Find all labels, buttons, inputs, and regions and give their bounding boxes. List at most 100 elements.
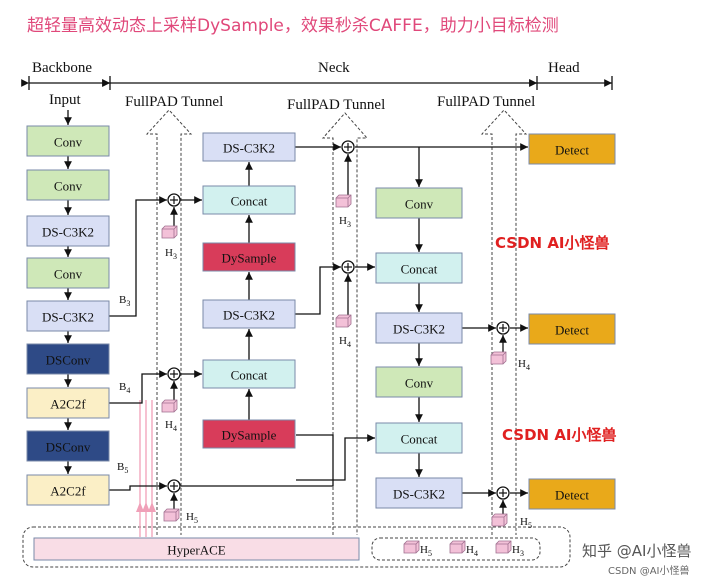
backbone-block-7-a2c2f: A2C2f: [26, 387, 110, 419]
h-group-label-5: H5: [420, 544, 432, 558]
feature-cube-6: [490, 351, 507, 365]
h-group-cube-3: [495, 540, 512, 554]
neck-col2-block-1-conv: Conv: [375, 187, 463, 219]
neck-col1-block-2-concat: Concat: [202, 185, 296, 215]
backbone-block-8-dsconv-label: DSConv: [46, 440, 91, 455]
backbone-block-9-a2c2f: A2C2f: [26, 474, 110, 506]
hyperace-block: HyperACE: [33, 537, 360, 561]
fusion-node-neck-2: [341, 260, 355, 274]
branch-b5: [109, 482, 167, 491]
neck-col1-block-5-concat-label: Concat: [231, 368, 268, 383]
neck-col1-block-4-ds-c3k2-label: DS-C3K2: [223, 308, 275, 323]
h-label-1: H3: [165, 247, 177, 261]
neck-col1-block-6-dysample: DySample: [202, 419, 296, 449]
neck-col2-block-5-concat-label: Concat: [401, 432, 438, 447]
neck-col2-block-6-ds-c3k2-label: DS-C3K2: [393, 487, 445, 502]
h-group-label-4: H4: [466, 544, 478, 558]
fusion-layer: [161, 140, 512, 554]
head-label: Head: [548, 60, 580, 76]
branch-b3: [109, 196, 167, 317]
zhihu-watermark: 知乎 @AI小怪兽: [582, 542, 691, 560]
h-label-5: H4: [339, 335, 351, 349]
detect-head-3-label: Detect: [555, 488, 589, 503]
hyperace-region: [22, 526, 571, 568]
csdn-small-watermark: CSDN @AI小怪兽: [608, 564, 689, 577]
backbone-block-8-dsconv: DSConv: [26, 430, 110, 462]
neck-col1-block-1-ds-c3k2: DS-C3K2: [202, 132, 296, 162]
diagram-title: 超轻量高效动态上采样DySample，效果秒杀CAFFE，助力小目标检测: [27, 16, 559, 36]
branch-b4: [109, 370, 167, 404]
fusion-node-b4: [167, 367, 181, 381]
connection-lines: [64, 110, 528, 514]
neck-col2-block-1-conv-label: Conv: [405, 197, 434, 212]
backbone-block-6-dsconv: DSConv: [26, 343, 110, 375]
feature-cube-1: [161, 225, 178, 239]
backbone-block-7-a2c2f-label: A2C2f: [50, 397, 86, 412]
h-group-label-3: H3: [512, 544, 524, 558]
feature-cube-2: [161, 399, 178, 413]
h-label-7: H5: [520, 516, 532, 530]
neck-col2-block-4-conv-label: Conv: [405, 376, 434, 391]
fullpad-tunnel-3: [480, 109, 528, 535]
detect-head-2-label: Detect: [555, 323, 589, 338]
neck-col1-block-3-dysample-label: DySample: [222, 251, 277, 266]
neck-col2-block-3-ds-c3k2: DS-C3K2: [375, 312, 463, 344]
h-group-cube-2: [449, 540, 466, 554]
csdn-watermark-2: CSDN AI小怪兽: [502, 426, 617, 444]
input-label: Input: [49, 92, 81, 108]
backbone-block-3-ds-c3k2-label: DS-C3K2: [42, 225, 94, 240]
backbone-block-3-ds-c3k2: DS-C3K2: [26, 215, 110, 247]
csdn-watermark-1: CSDN AI小怪兽: [495, 234, 610, 252]
backbone-block-9-a2c2f-label: A2C2f: [50, 484, 86, 499]
hyperace-feedback-arrows: [136, 400, 156, 537]
fullpad-tunnel-1: [145, 109, 193, 535]
neck-mid-to-fusion: [295, 263, 341, 315]
backbone-block-2-conv: Conv: [26, 169, 110, 201]
tunnel-label-1: FullPAD Tunnel: [125, 94, 223, 110]
hyperace-block-label: HyperACE: [167, 543, 226, 558]
neck-col1-block-4-ds-c3k2: DS-C3K2: [202, 299, 296, 329]
detect-head-3: Detect: [528, 478, 616, 510]
backbone-block-5-ds-c3k2: DS-C3K2: [26, 300, 110, 332]
neck-col1-block-3-dysample: DySample: [202, 242, 296, 272]
fusion-node-head-2: [496, 321, 510, 335]
branch-label-b4: B4: [119, 381, 130, 395]
backbone-block-5-ds-c3k2-label: DS-C3K2: [42, 310, 94, 325]
section-range-lines: [21, 76, 613, 90]
h-label-3: H5: [186, 511, 198, 525]
h-label-4: H3: [339, 215, 351, 229]
feature-cube-7: [491, 513, 508, 527]
neck-col2-block-6-ds-c3k2: DS-C3K2: [375, 477, 463, 509]
fusion-b5-to-dysample: [181, 434, 334, 487]
fusion-node-b3: [167, 193, 181, 207]
backbone-block-6-dsconv-label: DSConv: [46, 353, 91, 368]
neck-to-concat-col2-bottom: [296, 434, 375, 481]
feature-cube-3: [163, 508, 180, 522]
backbone-label: Backbone: [32, 60, 92, 76]
backbone-block-2-conv-label: Conv: [54, 179, 83, 194]
neck-col2-block-5-concat: Concat: [375, 422, 463, 454]
neck-col1-block-2-concat-label: Concat: [231, 194, 268, 209]
detect-head-2: Detect: [528, 313, 616, 345]
h-label-6: H4: [518, 358, 530, 372]
neck-col2-block-2-concat: Concat: [375, 252, 463, 284]
feature-cube-4: [335, 194, 352, 208]
detect-head-1: Detect: [528, 133, 616, 165]
neck-label: Neck: [318, 60, 350, 76]
backbone-block-4-conv: Conv: [26, 257, 110, 289]
fusion-node-neck-1: [341, 140, 355, 154]
branch-label-b3: B3: [119, 294, 130, 308]
neck-col2-block-2-concat-label: Concat: [401, 262, 438, 277]
neck-col2-block-4-conv: Conv: [375, 366, 463, 398]
fullpad-tunnel-2: [321, 112, 369, 535]
backbone-block-4-conv-label: Conv: [54, 267, 83, 282]
neck-col1-block-6-dysample-label: DySample: [222, 428, 277, 443]
neck-col1-block-5-concat: Concat: [202, 359, 296, 389]
h-group-cube-1: [403, 540, 420, 554]
feature-cube-5: [335, 314, 352, 328]
tunnel-label-3: FullPAD Tunnel: [437, 94, 535, 110]
blocks-layer: ConvConvDS-C3K2ConvDS-C3K2DSConvA2C2fDSC…: [26, 125, 616, 561]
fusion-node-b5: [167, 479, 181, 493]
backbone-block-1-conv-label: Conv: [54, 135, 83, 150]
